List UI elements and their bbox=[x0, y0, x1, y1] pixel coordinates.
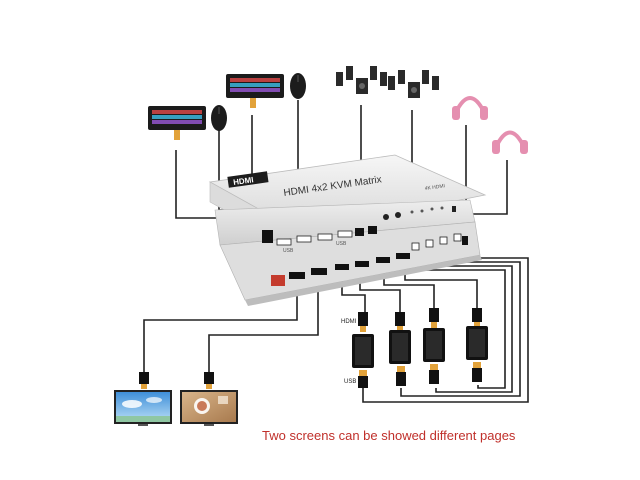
speaker-icon bbox=[336, 66, 387, 94]
monitor-icon bbox=[114, 372, 172, 426]
svg-text:USB: USB bbox=[283, 248, 294, 254]
adapter-icon bbox=[389, 312, 411, 386]
hdmi-in-ports bbox=[335, 253, 410, 270]
usb-b-ports bbox=[411, 233, 462, 251]
dc-port bbox=[271, 275, 285, 286]
usb-cable-label: USB bbox=[344, 379, 356, 385]
hdmi-logo: HDMI bbox=[227, 171, 269, 188]
monitor-icon bbox=[180, 372, 238, 426]
device-model: 4K HDMI bbox=[424, 183, 445, 192]
adapter-icon bbox=[466, 308, 488, 382]
power-switch bbox=[262, 230, 273, 243]
headphones-icon bbox=[452, 96, 488, 120]
mouse-icon bbox=[211, 105, 227, 131]
svg-text:USB: USB bbox=[336, 241, 347, 247]
caption-text: Two screens can be showed different page… bbox=[262, 428, 516, 443]
audio-ports bbox=[355, 206, 456, 236]
keyboard-icon bbox=[226, 74, 284, 108]
svg-text:HDMI: HDMI bbox=[233, 175, 255, 187]
usb-ports bbox=[276, 230, 353, 246]
speaker-icon bbox=[388, 70, 439, 98]
headphones-icon bbox=[492, 130, 528, 154]
hdmi-cable-label: HDMI bbox=[341, 319, 357, 325]
keyboard-icon bbox=[148, 106, 206, 140]
hdmi-out-ports bbox=[289, 268, 327, 279]
mouse-icon bbox=[290, 73, 306, 99]
adapter-icon bbox=[423, 308, 445, 384]
kvm-device: HDMI HDMI 4x2 KVM Matrix 4K HDMI USB bbox=[208, 154, 487, 306]
adapter-icon bbox=[352, 312, 374, 388]
